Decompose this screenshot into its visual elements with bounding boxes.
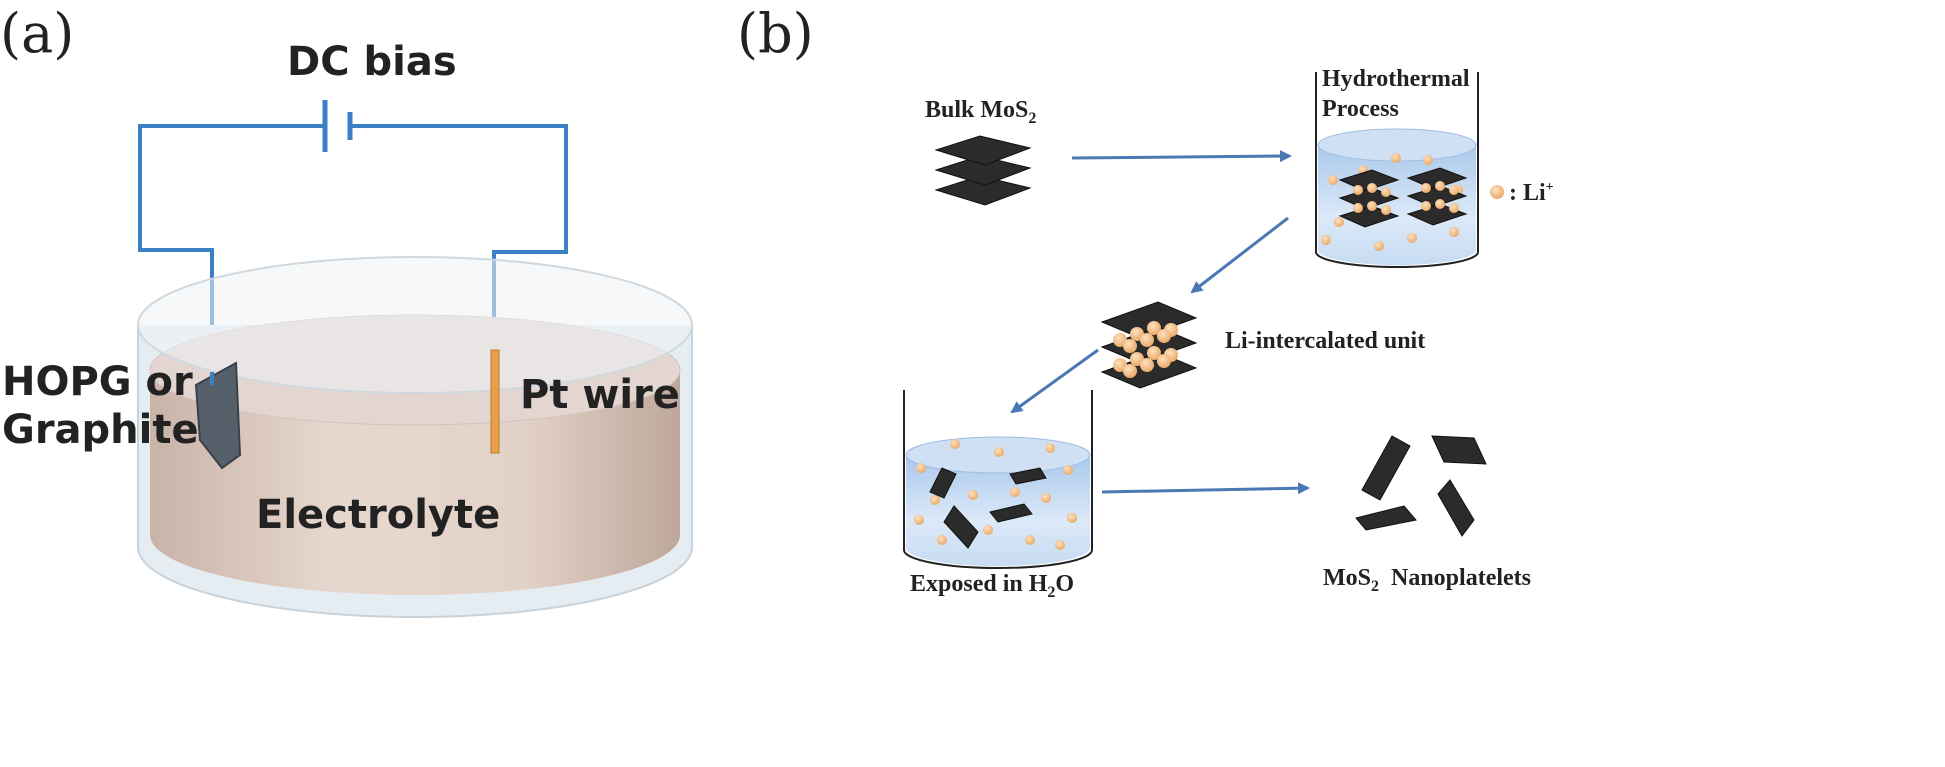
bulk-mos2-stack-icon — [934, 135, 1032, 206]
hopg-label-line1: HOPG or — [2, 359, 193, 405]
li-ion-legend-label: : Li+ — [1509, 180, 1554, 206]
dc-bias-label: DC bias — [287, 39, 457, 85]
battery-symbol-icon — [322, 100, 353, 152]
mos2-nanoplatelets-label: MoS2 Nanoplatelets — [1323, 565, 1531, 595]
bulk-mos2-label: Bulk MoS2 — [925, 97, 1036, 127]
pt-wire-electrode — [490, 349, 500, 454]
hydrothermal-beaker — [1315, 72, 1479, 268]
hopg-label-line2: Graphite — [2, 407, 199, 453]
li-intercalated-label: Li-intercalated unit — [1225, 328, 1425, 354]
process-arrow-2 — [1190, 216, 1289, 294]
panel-b-label: (b) — [737, 2, 814, 65]
exposed-in-water-label: Exposed in H2O — [910, 571, 1074, 601]
hopg-electrode — [194, 361, 242, 470]
li-ion-legend-icon — [1490, 185, 1504, 199]
hydrothermal-label-line1: Hydrothermal — [1322, 66, 1470, 92]
pt-wire-label: Pt wire — [520, 372, 680, 418]
process-arrow-4 — [1101, 482, 1310, 495]
nanoplatelets-icon — [1355, 435, 1487, 537]
electrolyte-beaker — [137, 256, 693, 618]
electrolyte-label: Electrolyte — [256, 492, 500, 538]
li-intercalated-unit-icon — [1100, 301, 1198, 389]
hydrothermal-label-line2: Process — [1322, 96, 1399, 122]
panel-a-label: (a) — [0, 2, 74, 65]
panel-a: (a) DC bias HOPG or — [0, 2, 693, 618]
water-beaker — [903, 390, 1093, 569]
process-arrow-1 — [1071, 150, 1292, 163]
process-arrow-3 — [1010, 348, 1099, 414]
panel-b: (b) Bulk MoS2 Hydrothermal Process — [737, 2, 1554, 601]
